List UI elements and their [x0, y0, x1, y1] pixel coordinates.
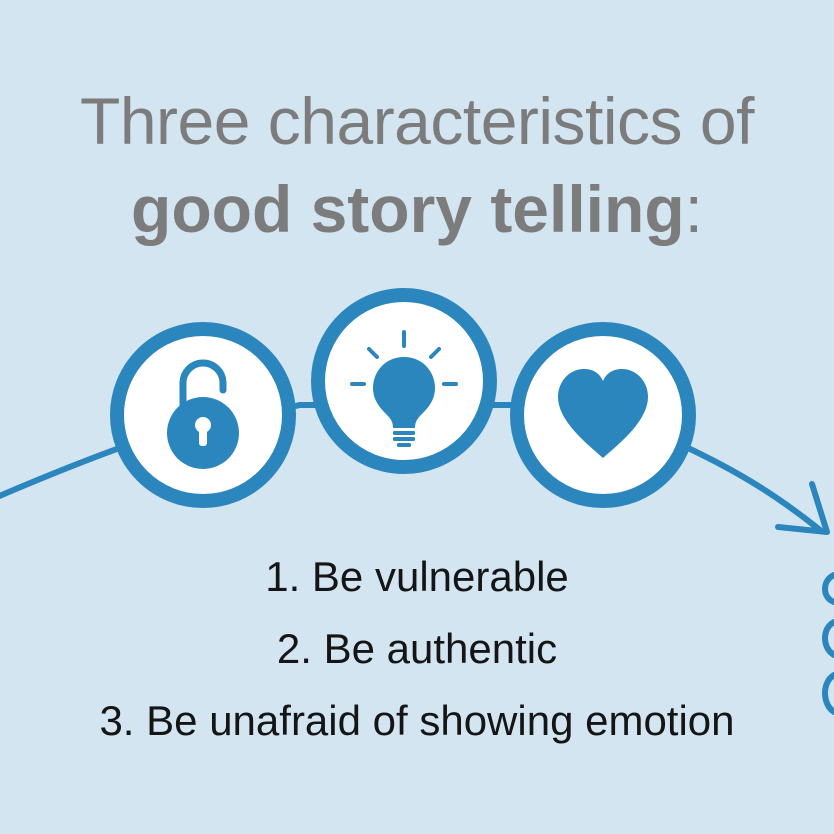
heart-icon [558, 369, 648, 458]
heart-badge [510, 322, 696, 508]
heading-colon: : [684, 172, 703, 246]
lightbulb-icon [350, 330, 458, 447]
list-item-number: 3. [99, 697, 135, 744]
list-item-text: Be unafraid of showing emotion [146, 697, 735, 744]
edge-decoration [822, 619, 834, 658]
list-item: 3. Be unafraid of showing emotion [0, 700, 834, 742]
open-padlock-icon [167, 359, 239, 469]
list-item-text: Be authentic [323, 625, 558, 672]
list-item: 2. Be authentic [0, 628, 834, 670]
heading-emphasis: good story telling [131, 172, 685, 246]
list-item: 1. Be vulnerable [0, 556, 834, 598]
edge-decoration [822, 672, 834, 715]
list-item-number: 2. [276, 625, 312, 672]
padlock-badge [110, 322, 296, 508]
list-item-number: 1. [265, 553, 301, 600]
edge-decoration [822, 572, 834, 605]
list-item-text: Be vulnerable [311, 553, 569, 600]
heading-line-2: good story telling: [0, 176, 834, 242]
heading-line-1: Three characteristics of [80, 84, 754, 158]
lightbulb-badge [311, 288, 497, 474]
arrow-head-icon [775, 481, 830, 535]
